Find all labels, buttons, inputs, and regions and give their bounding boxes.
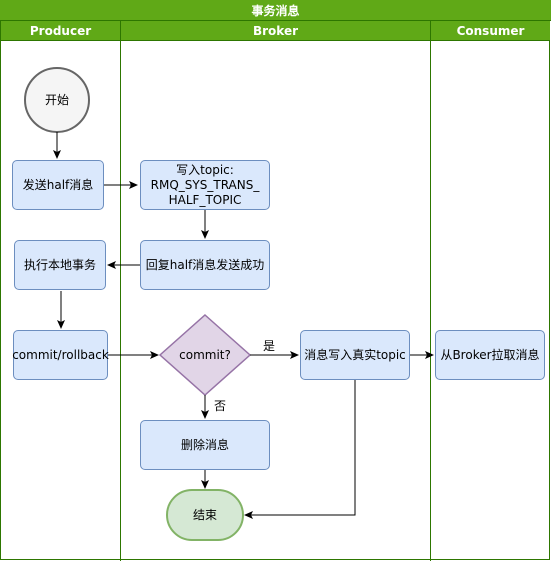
edge-label-no: 否 — [214, 399, 227, 413]
start-node: 开始 — [44, 92, 69, 107]
pull-from-broker-node: 从Broker拉取消息 — [435, 330, 545, 380]
lane-header-consumer: Consumer — [431, 21, 550, 41]
commit-rollback-node: commit/rollback — [12, 330, 109, 380]
write-half-line-1: 写入topic: — [176, 162, 234, 177]
end-node-shape — [166, 489, 244, 541]
send-half-node: 发送half消息 — [12, 160, 104, 210]
write-half-topic-node: 写入topic: RMQ_SYS_TRANS_ HALF_TOPIC — [140, 160, 270, 210]
lane-divider — [120, 21, 121, 561]
reply-half-node: 回复half消息发送成功 — [140, 240, 270, 290]
end-node: 结束 — [192, 507, 217, 522]
lane-header-broker: Broker — [121, 21, 430, 41]
lane-divider — [430, 21, 431, 561]
pool-title: 事务消息 — [0, 0, 551, 21]
edge-label-yes: 是 — [263, 339, 276, 353]
exec-local-tx-node: 执行本地事务 — [14, 240, 106, 290]
write-half-line-3: HALF_TOPIC — [168, 192, 242, 207]
delete-message-node: 删除消息 — [140, 420, 270, 470]
commit-decision-node: commit? — [179, 347, 231, 362]
write-half-line-2: RMQ_SYS_TRANS_ — [150, 177, 260, 192]
write-real-topic-node: 消息写入真实topic — [300, 330, 410, 380]
edge-write-real-to-end — [244, 380, 356, 519]
lane-header-producer: Producer — [1, 21, 120, 41]
